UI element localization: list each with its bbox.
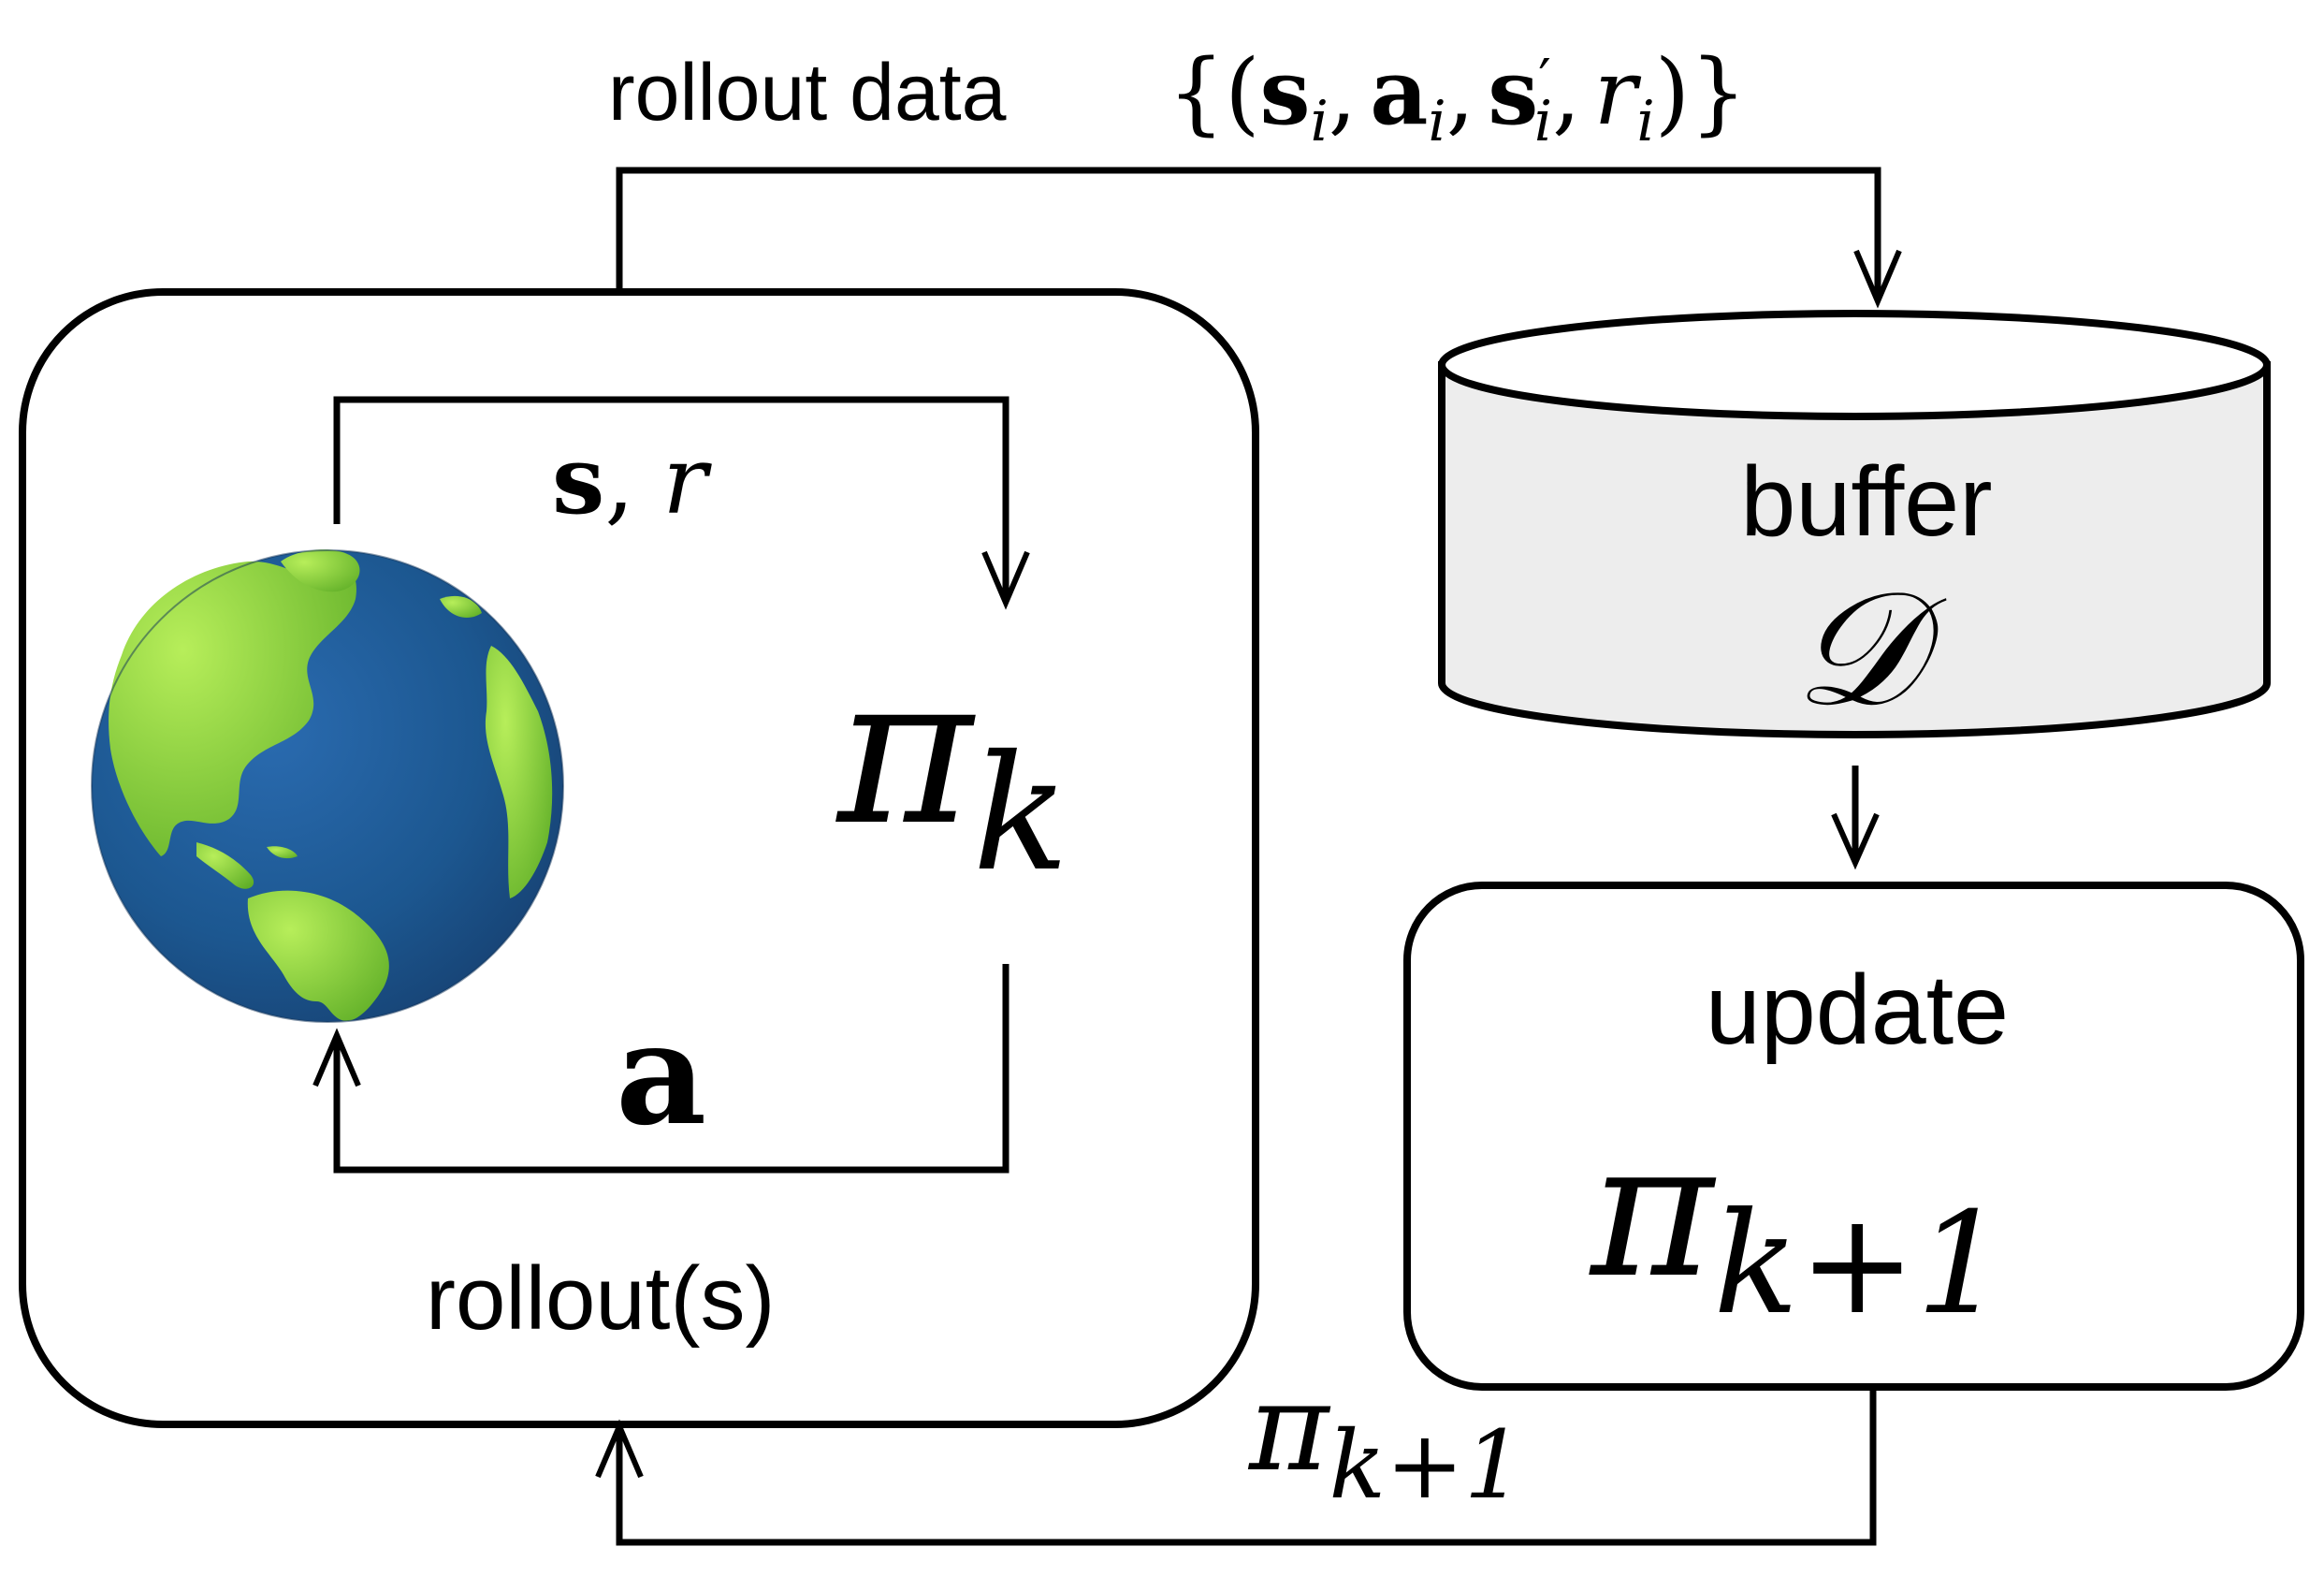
new-policy-k-plus-1-subscript: k+1 (1329, 1410, 1523, 1520)
observation-arrow (333, 396, 1030, 610)
new-policy-pi-symbol: π (1247, 1356, 1331, 1498)
tuple-s-sub: i (1311, 89, 1329, 154)
action-arrow (312, 964, 1009, 1174)
buffer-to-update-arrow (1831, 766, 1880, 870)
observation-s: s (552, 425, 604, 535)
new-policy-label: πk+1 (1247, 1356, 1523, 1520)
rollout-tuple: {(si,ai,s′i,ri)} (1168, 39, 1747, 154)
rollouts-label: rollout(s) (426, 1248, 775, 1349)
update-k-plus-1-subscript: k+1 (1713, 1183, 2005, 1346)
update-pi-symbol: π (1589, 1102, 1717, 1320)
rollout-data-label: rollout data {(si,ai,s′i,ri)} (608, 39, 1747, 154)
tuple-r-sub: i (1637, 89, 1655, 154)
policy-pi-k: πk (835, 631, 1069, 907)
tuple-s: s (1260, 39, 1311, 145)
rollout-to-buffer-arrow (616, 167, 1902, 309)
rollout-data-text: rollout data (608, 48, 1007, 138)
tuple-comma-2: , (1446, 40, 1475, 145)
update-to-rollout-arrow (595, 1387, 1877, 1546)
update-pi-k-plus-1: πk+1 (1589, 1102, 2005, 1346)
buffer-cylinder (1438, 310, 2271, 738)
buffer-label: buffer (1740, 446, 1992, 557)
tuple-s-next-sub: i (1534, 89, 1552, 154)
tuple-r: r (1594, 40, 1642, 145)
earth-globe-icon (91, 549, 564, 1023)
policy-k-subscript: k (973, 722, 1069, 907)
action-label: a (616, 992, 706, 1157)
tuple-close: )} (1655, 40, 1748, 145)
observation-comma: , (604, 426, 634, 535)
tuple-open: {( (1168, 40, 1260, 145)
policy-pi-symbol: π (835, 631, 976, 870)
observation-label: s, r (552, 425, 712, 535)
tuple-a-sub: i (1429, 89, 1446, 154)
tuple-comma-3: , (1552, 40, 1581, 145)
update-label: update (1706, 955, 2009, 1065)
tuple-prime: ′ (1538, 48, 1551, 113)
tuple-a: a (1370, 39, 1428, 145)
tuple-comma-1: , (1329, 40, 1358, 145)
observation-r: r (662, 426, 712, 535)
update-box (1403, 882, 2304, 1391)
tuple-s-next: s (1488, 39, 1538, 145)
